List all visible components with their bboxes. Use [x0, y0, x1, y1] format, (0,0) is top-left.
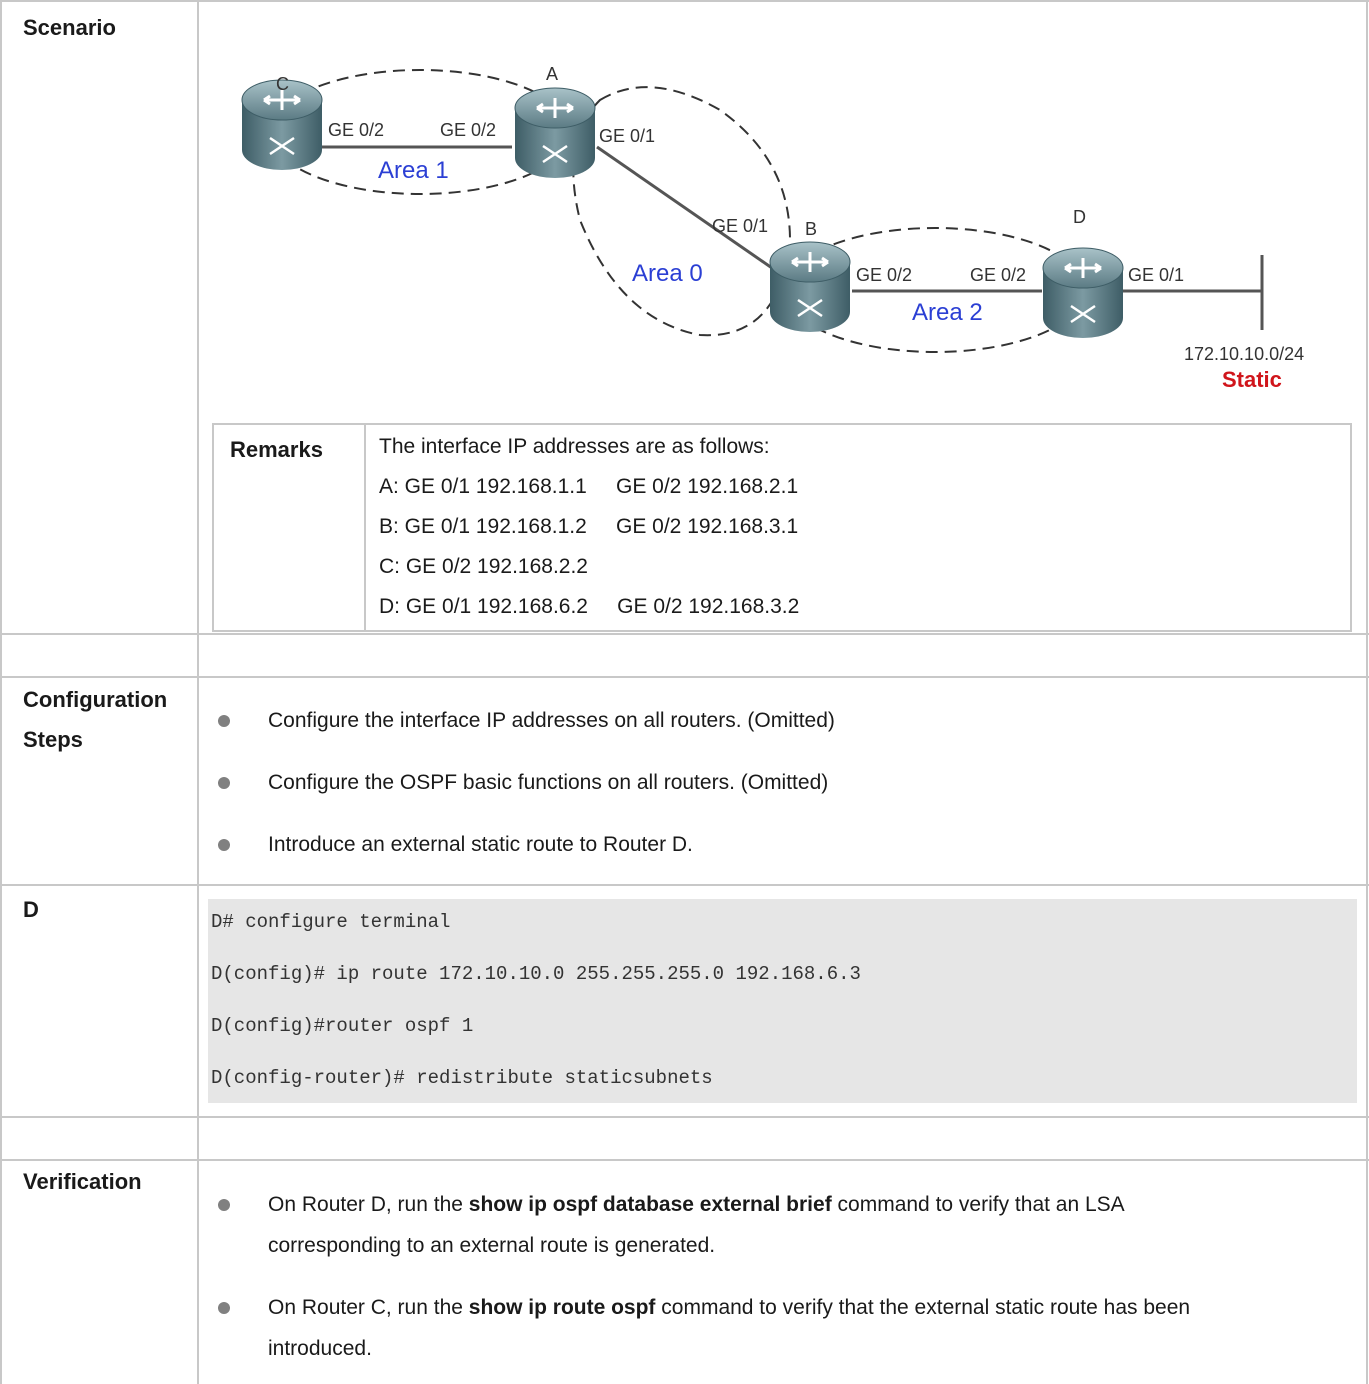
interface-label: GE 0/1	[1128, 265, 1184, 285]
command-name: show ip route ospf	[468, 1296, 656, 1319]
table-border-top	[0, 0, 1369, 2]
router-d-label: D	[1073, 207, 1086, 227]
area2-label: Area 2	[912, 299, 983, 326]
config-steps-label-line1: Configuration	[23, 687, 168, 712]
remarks-table: Remarks The interface IP addresses are a…	[212, 423, 1352, 632]
verification-text-line2: introduced.	[268, 1337, 372, 1360]
code-line: D(config-router)# redistribute staticsub…	[211, 1067, 713, 1089]
bullet-icon	[218, 777, 230, 789]
remarks-line: C: GE 0/2 192.168.2.2	[379, 555, 588, 578]
scenario-label: Scenario	[23, 15, 116, 40]
interface-label: GE 0/2	[440, 120, 496, 140]
d-label: D	[23, 897, 39, 922]
config-step-text: Configure the interface IP addresses on …	[268, 709, 835, 732]
interface-label: GE 0/1	[599, 126, 655, 146]
area0-label: Area 0	[632, 260, 703, 287]
verification-text-line2: corresponding to an external route is ge…	[268, 1234, 716, 1257]
remarks-divider	[364, 425, 366, 630]
router-b-icon	[769, 241, 851, 332]
bullet-icon	[218, 1302, 230, 1314]
router-a-label: A	[546, 64, 558, 84]
verification-text-pre: On Router D, run the	[268, 1193, 469, 1216]
static-route-label: Static	[1222, 367, 1282, 392]
remarks-line: A: GE 0/1 192.168.1.1 GE 0/2 192.168.2.1	[379, 475, 799, 498]
remarks-label: Remarks	[230, 437, 323, 462]
bullet-icon	[218, 839, 230, 851]
link-a-b	[596, 145, 773, 270]
interface-label: GE 0/2	[328, 120, 384, 140]
verification-text: On Router D, run the show ip ospf databa…	[268, 1185, 1125, 1225]
table-border-right	[1366, 0, 1368, 1384]
row-divider	[0, 676, 1369, 678]
code-block: D# configure terminal D(config)# ip rout…	[208, 899, 1357, 1103]
row-divider	[0, 1159, 1369, 1161]
verification-text-pre: On Router C, run the	[268, 1296, 469, 1319]
row-divider	[0, 884, 1369, 886]
router-d-icon	[1042, 247, 1124, 338]
config-step-text: Introduce an external static route to Ro…	[268, 833, 693, 856]
code-line: D# configure terminal	[211, 911, 451, 933]
area1-label: Area 1	[378, 157, 449, 184]
router-a-icon	[514, 87, 596, 178]
remarks-line: D: GE 0/1 192.168.6.2 GE 0/2 192.168.3.2	[379, 595, 800, 618]
interface-label: GE 0/2	[856, 265, 912, 285]
remarks-line: B: GE 0/1 192.168.1.2 GE 0/2 192.168.3.1	[379, 515, 799, 538]
bullet-icon	[218, 715, 230, 727]
row-divider	[0, 1116, 1369, 1118]
network-topology-diagram: C A B D GE 0/2 GE 0/2 GE 0/1 GE 0/1 GE 0…	[241, 64, 1304, 392]
interface-label: GE 0/2	[970, 265, 1026, 285]
command-name: show ip ospf database external brief	[468, 1193, 832, 1216]
router-c-label: C	[276, 74, 289, 94]
verification-text-post: command to verify that the external stat…	[655, 1296, 1191, 1319]
router-c-icon	[241, 79, 323, 170]
area0-boundary	[572, 86, 792, 337]
code-line: D(config)# ip route 172.10.10.0 255.255.…	[211, 963, 861, 985]
interface-label: GE 0/1	[712, 216, 768, 236]
code-line: D(config)#router ospf 1	[211, 1015, 474, 1037]
network-address-label: 172.10.10.0/24	[1184, 344, 1304, 364]
bullet-icon	[218, 1199, 230, 1211]
table-border-left	[0, 0, 2, 1384]
config-step-text: Configure the OSPF basic functions on al…	[268, 771, 829, 794]
config-steps-label-line2: Steps	[23, 727, 83, 752]
verification-text: On Router C, run the show ip route ospf …	[268, 1288, 1190, 1328]
verification-label: Verification	[23, 1169, 142, 1194]
row-divider	[0, 633, 1369, 635]
remarks-line: The interface IP addresses are as follow…	[379, 435, 770, 458]
config-steps-label: Configuration Steps	[23, 680, 167, 760]
router-b-label: B	[805, 219, 817, 239]
verification-text-post: command to verify that an LSA	[831, 1193, 1125, 1216]
column-divider	[197, 0, 199, 1384]
